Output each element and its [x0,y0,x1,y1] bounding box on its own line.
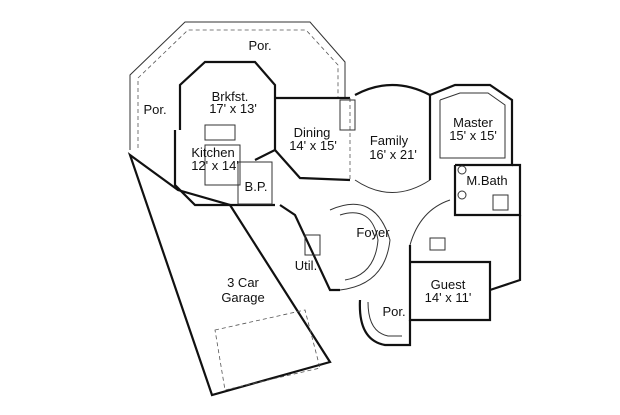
breakfast-size: 17' x 13' [209,101,257,116]
garage-label-line2: Garage [221,290,264,305]
porch-left-label: Por. [143,102,166,117]
master-bath-label: M.Bath [466,173,507,188]
utility-walls [279,204,340,292]
front-porch [358,299,412,347]
porch-outline [129,21,346,150]
guest-size: 14' x 11' [425,290,472,305]
master-label: Master [453,115,493,130]
foyer-label: Foyer [356,225,390,240]
dining-walls [274,96,351,182]
dining-label: Dining [294,125,331,140]
guest-label: Guest [431,277,466,292]
dining-size: 14' x 15' [289,138,337,153]
kitchen-size: 12' x 14' [191,158,239,173]
utility-label: Util. [295,258,317,273]
kitchen-label: Kitchen [191,145,234,160]
foyer-stair [329,199,451,291]
butler-pantry-label: B.P. [245,179,268,194]
master-size: 15' x 15' [449,128,497,143]
garage-label-line1: 3 Car [227,275,259,290]
master-walls [429,83,514,167]
family-size: 16' x 21' [369,147,417,162]
breakfast-label: Brkfst. [212,89,249,104]
porch-front-label: Por. [382,304,405,319]
family-label: Family [370,133,409,148]
family-walls [339,83,432,193]
guest-walls [408,237,492,322]
master-bath-walls [453,163,522,292]
garage-walls [127,152,332,397]
porch-top-label: Por. [248,38,271,53]
